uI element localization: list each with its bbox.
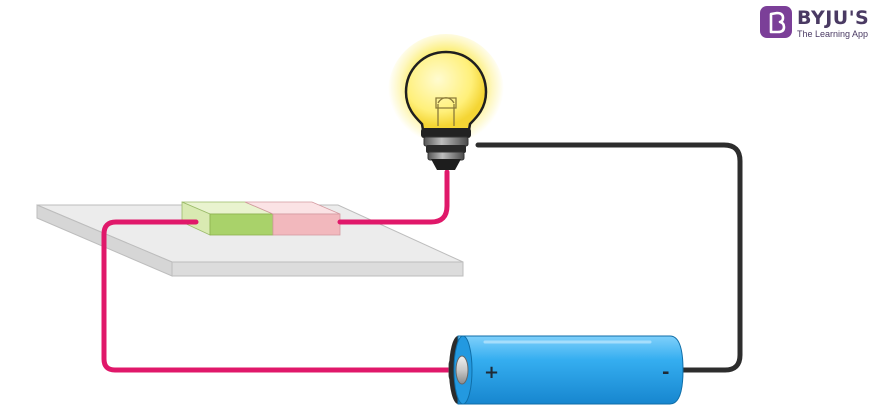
- filament: [435, 97, 457, 126]
- light-bulb: [388, 34, 504, 170]
- brand-name: BYJU'S: [797, 7, 870, 29]
- negative-wire: [475, 142, 743, 373]
- battery: + -: [448, 335, 684, 405]
- sample-right-block: [272, 213, 341, 236]
- sample-left-block: [209, 213, 274, 236]
- brand-tagline: The Learning App: [797, 29, 869, 39]
- positive-wire: [101, 169, 460, 373]
- battery-negative-label: -: [662, 362, 669, 383]
- sample-blocks: [181, 201, 341, 236]
- battery-positive-label: +: [484, 362, 499, 383]
- brand-badge-icon: [760, 6, 792, 38]
- brand-logo: BYJU'S The Learning App: [760, 6, 872, 42]
